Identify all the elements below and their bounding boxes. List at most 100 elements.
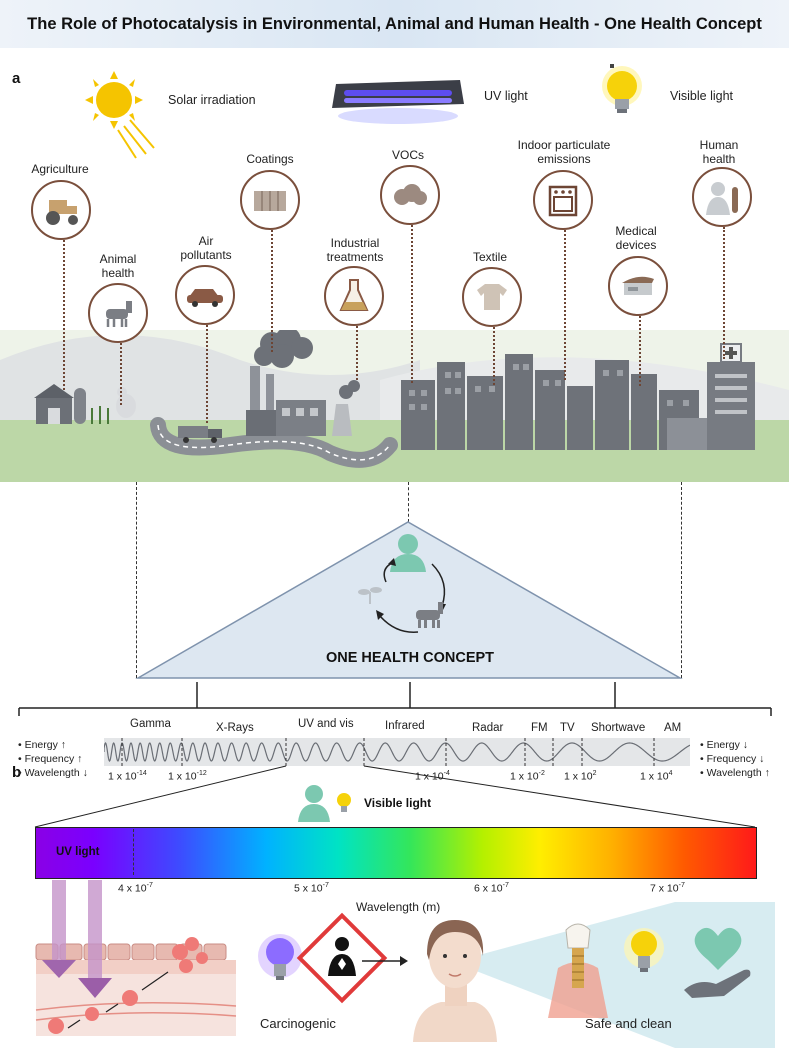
air-pollutants-leader xyxy=(206,325,208,423)
visible-spectrum-bar xyxy=(35,827,757,879)
vocs-label: VOCs xyxy=(391,148,424,162)
animal-health-label-2: health xyxy=(101,266,135,280)
dashed-line-center xyxy=(408,482,409,522)
medical-leader xyxy=(639,316,641,386)
air-pollutants-circle xyxy=(175,265,235,325)
wl-tick-6e-7: 6 x 10-7 xyxy=(474,882,509,895)
right-energy: Energy ↓ xyxy=(706,739,749,751)
animal-health-label-1: Animal xyxy=(99,252,137,266)
smoke-cloud-icon xyxy=(394,184,427,205)
medical-circle xyxy=(608,256,668,316)
indoor-circle xyxy=(533,170,593,230)
left-property-list: • Energy ↑ • Frequency ↑ • Wavelength ↓ xyxy=(18,739,88,779)
sun-icon xyxy=(85,71,155,159)
page-title: The Role of Photocatalysis in Environmen… xyxy=(27,14,762,33)
human-health-leader xyxy=(723,227,725,359)
factory-icon xyxy=(246,330,360,436)
animal-health-leader xyxy=(120,343,122,405)
person-icon xyxy=(706,182,738,215)
skin-tissue-illustration xyxy=(35,880,237,1036)
city-icon xyxy=(401,343,755,450)
band-shortwave: Shortwave xyxy=(591,722,646,734)
vocs-circle xyxy=(380,165,440,225)
medical-label-1: Medical xyxy=(615,224,657,238)
stove-icon xyxy=(548,185,578,217)
indoor-label-1: Indoor particulate xyxy=(517,138,611,152)
truck-icon xyxy=(178,426,222,443)
wavelength-axis-label: Wavelength (m) xyxy=(356,900,441,914)
air-pollutants-label-2: pollutants xyxy=(180,248,232,262)
human-health-circle xyxy=(692,167,752,227)
indoor-label-2: emissions xyxy=(537,152,591,166)
tractor-icon xyxy=(46,200,78,225)
tick-1e-2: 1 x 10-2 xyxy=(510,770,545,783)
indoor-leader xyxy=(564,230,566,380)
uv-boundary-line xyxy=(133,829,134,875)
carcinogenic-label: Carcinogenic xyxy=(260,1016,336,1031)
farm-icon xyxy=(34,384,136,424)
industrial-label-1: Industrial xyxy=(330,236,380,250)
left-wavelength: Wavelength ↓ xyxy=(24,767,88,779)
road xyxy=(150,417,398,468)
visible-light-header: Visible light xyxy=(364,796,432,810)
band-uv-vis: UV and vis xyxy=(298,718,354,730)
band-am: AM xyxy=(664,722,682,734)
tick-1e2: 1 x 102 xyxy=(564,770,597,783)
tshirt-icon xyxy=(477,284,507,310)
wl-tick-4e-7: 4 x 10-7 xyxy=(118,882,153,895)
band-radar: Radar xyxy=(472,722,504,734)
right-frequency: Frequency ↓ xyxy=(706,753,765,765)
right-property-list: • Energy ↓ • Frequency ↓ • Wavelength ↑ xyxy=(700,739,770,779)
medical-device-icon xyxy=(622,276,654,295)
dental-implant-icon xyxy=(548,923,751,1018)
dashed-line-left xyxy=(136,482,137,678)
person-face-illustration xyxy=(413,902,775,1048)
one-health-triangle xyxy=(135,521,683,679)
wl-tick-7e-7: 7 x 10-7 xyxy=(650,882,685,895)
human-health-label-2: health xyxy=(702,152,736,166)
band-infrared: Infrared xyxy=(385,720,425,732)
band-fm: FM xyxy=(531,722,548,734)
band-tv: TV xyxy=(560,722,575,734)
industrial-leader xyxy=(356,326,358,380)
industrial-label-2: treatments xyxy=(326,250,384,264)
uv-bulb-hazard-icon xyxy=(258,912,388,1004)
car-icon xyxy=(187,289,223,307)
donkey-icon xyxy=(106,301,132,327)
band-xrays: X-Rays xyxy=(216,722,254,734)
uv-light-label: UV light xyxy=(484,89,528,103)
wl-tick-5e-7: 5 x 10-7 xyxy=(294,882,329,895)
uv-lamp-icon xyxy=(332,80,464,124)
em-wave xyxy=(104,738,690,766)
uv-light-band-label: UV light xyxy=(56,846,100,858)
panel-a-label: a xyxy=(12,70,21,87)
industrial-circle xyxy=(324,266,384,326)
agriculture-label: Agriculture xyxy=(31,162,89,176)
tick-1e4: 1 x 104 xyxy=(640,770,673,783)
coatings-label: Coatings xyxy=(246,152,294,166)
zoom-lines xyxy=(34,765,756,828)
one-health-cycle-icon xyxy=(358,534,446,633)
right-wavelength: Wavelength ↑ xyxy=(706,767,770,779)
medical-label-2: devices xyxy=(615,238,657,252)
one-health-title: ONE HEALTH CONCEPT xyxy=(325,650,495,666)
coatings-circle xyxy=(240,170,300,230)
air-pollutants-label-1: Air xyxy=(198,234,214,248)
coatings-leader xyxy=(271,230,273,352)
agriculture-leader xyxy=(63,240,65,390)
left-energy: Energy ↑ xyxy=(24,739,67,751)
dashed-line-right xyxy=(681,482,682,678)
textile-circle xyxy=(462,267,522,327)
left-frequency: Frequency ↑ xyxy=(24,753,83,765)
flask-icon xyxy=(339,279,369,311)
tick-1e-12: 1 x 10-12 xyxy=(168,770,207,783)
title-bar: The Role of Photocatalysis in Environmen… xyxy=(0,0,789,48)
safe-clean-label: Safe and clean xyxy=(585,1016,672,1031)
animal-health-circle xyxy=(88,283,148,343)
person-bulb-icon xyxy=(298,785,351,822)
solar-irradiation-label: Solar irradiation xyxy=(168,93,256,107)
agriculture-circle xyxy=(31,180,91,240)
tick-1e-14: 1 x 10-14 xyxy=(108,770,147,783)
textile-label: Textile xyxy=(472,250,507,264)
arrow-right-icon xyxy=(362,956,408,966)
